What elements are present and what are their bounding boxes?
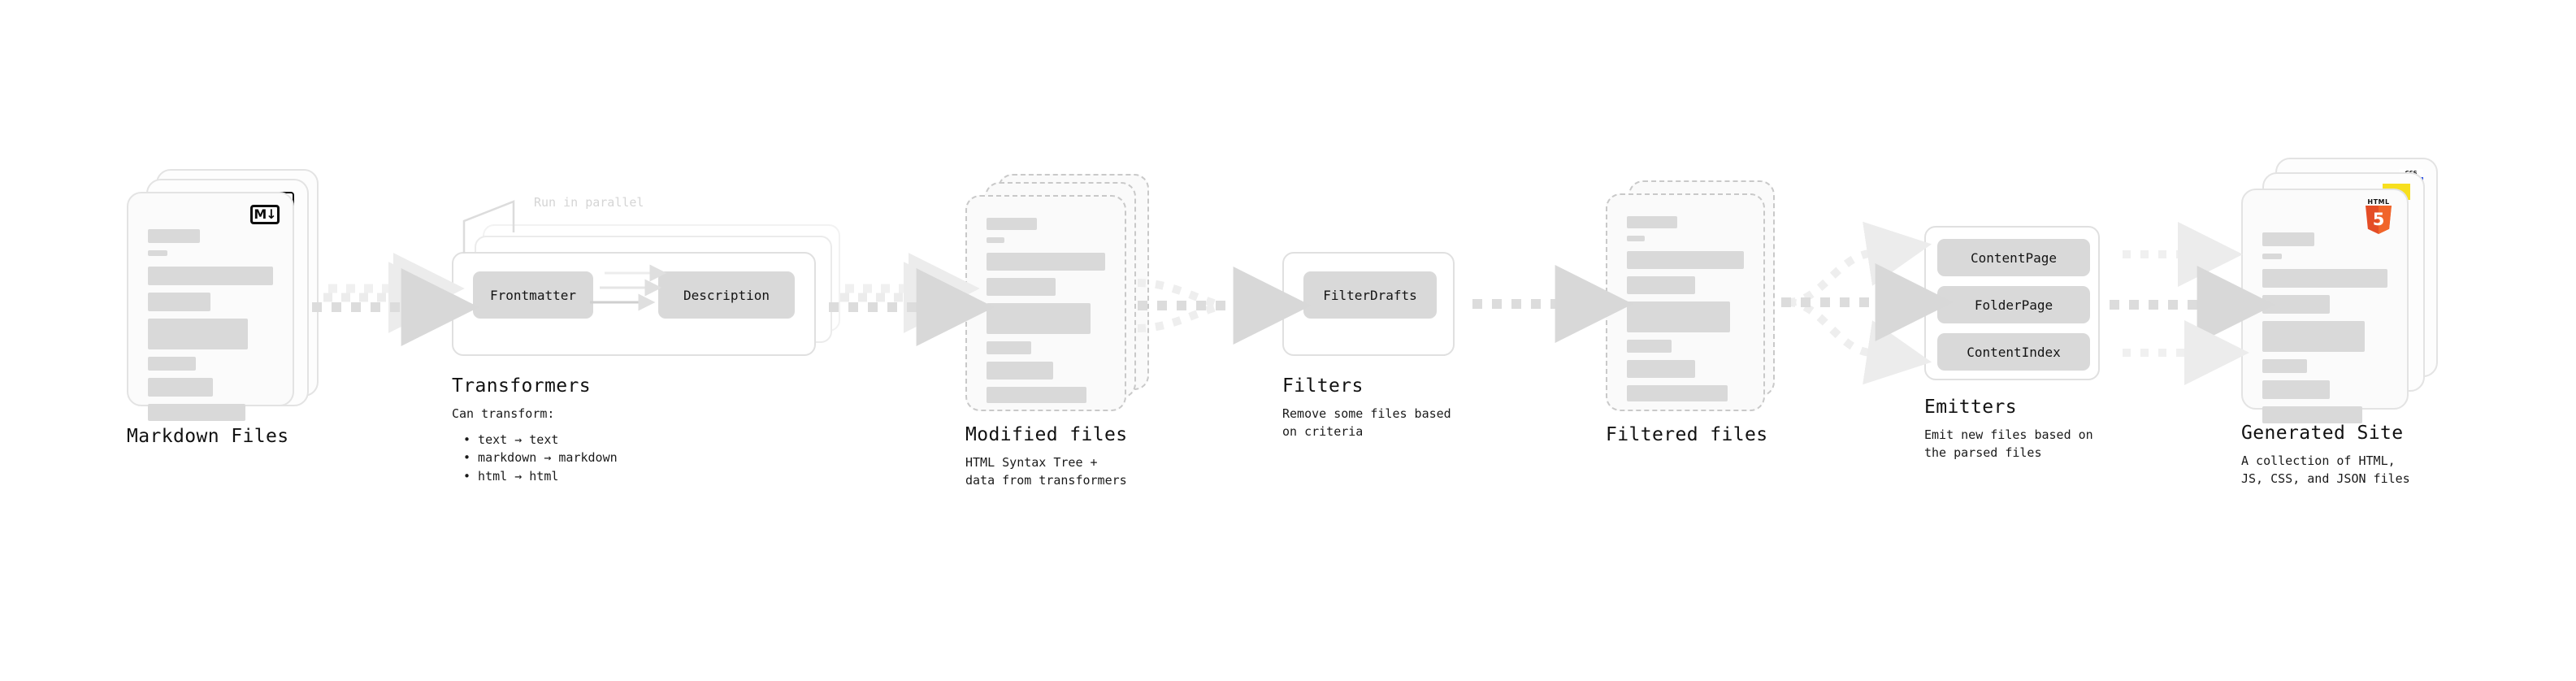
- markdown-icon: M↓: [250, 205, 280, 224]
- caption-filters: Filters Remove some files based on crite…: [1282, 375, 1542, 441]
- stage-title: Filters: [1282, 375, 1364, 397]
- stage-subtitle: A collection of HTML, JS, CSS, and JSON …: [2241, 453, 2410, 486]
- stage-subtitle: Emit new files based on the parsed files: [1924, 427, 2093, 460]
- connector-emitters-to-site: [2110, 222, 2275, 385]
- card-content-lines: [2262, 232, 2387, 431]
- stage-title: Filtered files: [1606, 424, 1768, 445]
- html5-icon: HTML 5: [2363, 198, 2394, 234]
- card-content-lines: [987, 218, 1105, 410]
- emitter-contentpage[interactable]: ContentPage: [1937, 239, 2090, 276]
- caption-emitters: Emitters Emit new files based on the par…: [1924, 397, 2201, 462]
- stage-title: Modified files: [965, 424, 1128, 445]
- caption-filtered-files: Filtered files: [1606, 424, 1767, 445]
- generated-card-front[interactable]: HTML 5: [2241, 189, 2409, 423]
- stage-subtitle: HTML Syntax Tree + data from transformer…: [965, 455, 1127, 488]
- modified-card-front[interactable]: [965, 195, 1126, 411]
- stage-title: Markdown Files: [127, 426, 289, 447]
- transform-types-list: • text → text • markdown → markdown • ht…: [452, 431, 777, 486]
- transformers-box-front[interactable]: Frontmatter Description: [452, 252, 816, 356]
- caption-transformers: Transformers Can transform: • text → tex…: [452, 375, 777, 485]
- connector-transformers-to-modified: [829, 253, 995, 346]
- stage-title: Generated Site: [2241, 423, 2404, 444]
- emitter-contentindex[interactable]: ContentIndex: [1937, 333, 2090, 371]
- filter-filterdrafts[interactable]: FilterDrafts: [1303, 271, 1437, 319]
- filtered-card-front[interactable]: [1606, 193, 1765, 411]
- html5-icon-shield: 5: [2366, 206, 2392, 234]
- card-content-lines: [1627, 216, 1744, 409]
- html5-icon-number: 5: [2372, 210, 2385, 229]
- emitter-folderpage[interactable]: FolderPage: [1937, 286, 2090, 323]
- stage-subtitle: Remove some files based on criteria: [1282, 406, 1451, 439]
- stage-subtitle: Can transform:: [452, 406, 555, 421]
- list-item: • markdown → markdown: [463, 450, 618, 466]
- stage-title: Emitters: [1924, 397, 2017, 418]
- run-in-parallel-label: Run in parallel: [534, 195, 644, 210]
- html5-icon-label: HTML: [2367, 198, 2390, 206]
- list-item: • text → text: [463, 432, 559, 447]
- emitters-box[interactable]: ContentPage FolderPage ContentIndex: [1924, 226, 2100, 380]
- card-content-lines: [148, 229, 273, 428]
- transformer-description[interactable]: Description: [658, 271, 795, 319]
- filters-box[interactable]: FilterDrafts: [1282, 252, 1455, 356]
- connector-markdown-to-transformers: [312, 253, 479, 346]
- list-item: • html → html: [463, 468, 559, 484]
- markdown-card-front[interactable]: M↓: [127, 192, 294, 421]
- caption-markdown-files: Markdown Files: [127, 426, 288, 447]
- stage-title: Transformers: [452, 375, 591, 397]
- caption-generated-site: Generated Site A collection of HTML, JS,…: [2241, 423, 2517, 488]
- caption-modified-files: Modified files HTML Syntax Tree + data f…: [965, 424, 1225, 490]
- transformer-frontmatter[interactable]: Frontmatter: [473, 271, 593, 319]
- connector-filtered-to-emitters: [1781, 221, 1954, 385]
- connector-modified-to-filters: [1137, 267, 1312, 345]
